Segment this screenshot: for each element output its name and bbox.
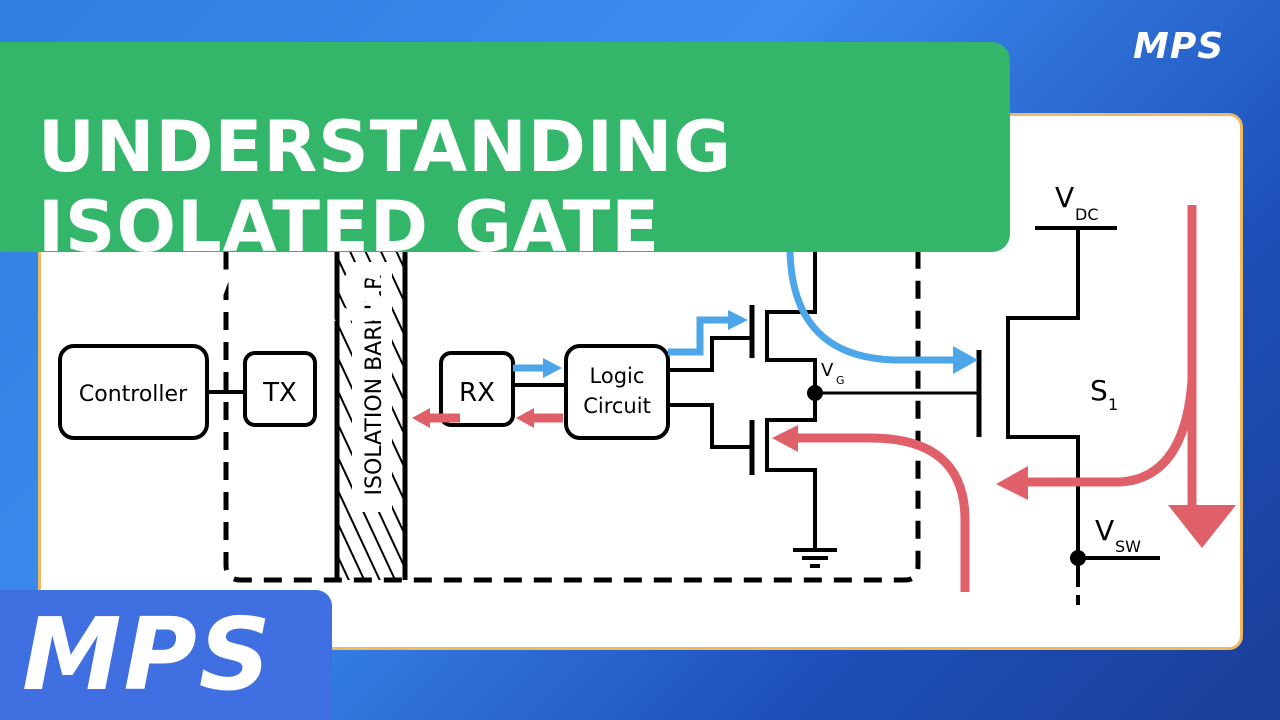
controller-label: Controller — [79, 382, 188, 407]
s1-label: S — [1090, 374, 1108, 407]
tx-box — [243, 351, 317, 427]
title-line-1: UNDERSTANDING — [38, 106, 732, 188]
logic-label-2: Circuit — [583, 394, 651, 418]
s1-subscript: 1 — [1108, 395, 1118, 414]
title-banner: UNDERSTANDING ISOLATED GATE DRIVERS — [0, 42, 1010, 332]
logic-circuit-box — [564, 344, 670, 440]
mps-logo-text: MPS — [22, 596, 273, 713]
vsw-subscript: SW — [1115, 537, 1141, 556]
vg-label: V — [821, 360, 834, 381]
blue-arrows — [513, 249, 955, 372]
logic-label-1: Logic — [590, 364, 645, 388]
vdc-subscript: DC — [1075, 205, 1099, 224]
rx-label: RX — [459, 378, 495, 408]
vg-subscript: G — [836, 374, 845, 387]
red-arrows — [428, 205, 1197, 592]
driver-boundary — [223, 252, 921, 583]
mps-logo-top: MPS — [1133, 26, 1225, 67]
vdc-label: V — [1055, 181, 1074, 214]
mps-logo-bottom: MPS — [0, 590, 332, 720]
tx-label: TX — [262, 378, 297, 408]
title-line-2: ISOLATED GATE DRIVERS — [38, 186, 661, 338]
isolation-barrier-label: ISOLATION BARRIER — [362, 275, 387, 496]
vsw-label: V — [1095, 514, 1114, 547]
rx-box — [439, 351, 515, 427]
